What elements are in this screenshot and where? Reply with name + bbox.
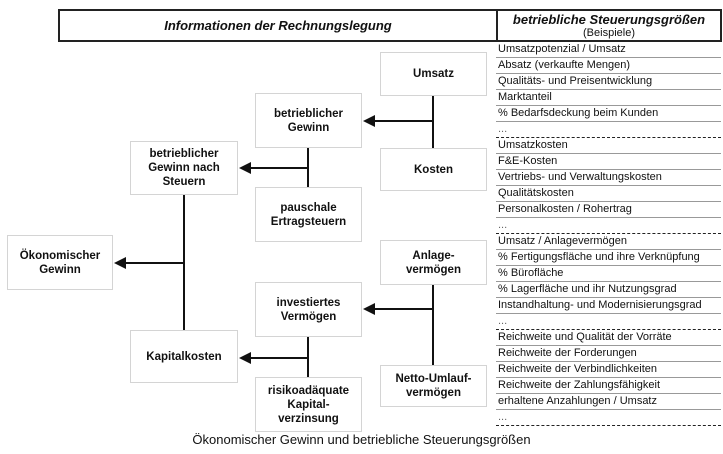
list-item: Instandhaltung- und Modernisierungsgrad xyxy=(496,298,721,314)
box-gewinn-nach-steuern: betrieblicher Gewinn nach Steuern xyxy=(130,141,238,195)
header-left-title: Informationen der Rechnungslegung xyxy=(164,18,392,33)
list-item: Reichweite der Forderungen xyxy=(496,346,721,362)
box-kapitalkosten: Kapitalkosten xyxy=(130,330,238,383)
header-right-subtitle: (Beispiele) xyxy=(583,27,635,39)
list-ellipsis: ... xyxy=(496,122,721,138)
list-item: Personalkosten / Rohertrag xyxy=(496,202,721,218)
list-item: Reichweite und Qualität der Vorräte xyxy=(496,330,721,346)
box-oekonomischer-gewinn: Ökonomischer Gewinn xyxy=(7,235,113,290)
list-item: Marktanteil xyxy=(496,90,721,106)
caption: Ökonomischer Gewinn und betriebliche Ste… xyxy=(192,432,531,447)
list-item: Reichweite der Verbindlichkeiten xyxy=(496,362,721,378)
list-item: erhaltene Anzahlungen / Umsatz xyxy=(496,394,721,410)
box-pauschale-ertragsteuern: pauschale Ertragsteuern xyxy=(255,187,362,242)
list-item: Umsatz / Anlagevermögen xyxy=(496,234,721,250)
box-risikoadaequate-verzinsung: risikoadäquate Kapital- verzinsung xyxy=(255,377,362,432)
box-umsatz: Umsatz xyxy=(380,52,487,96)
header-right-title: betriebliche Steuerungsgrößen xyxy=(512,12,706,27)
list-item: % Fertigungsfläche und ihre Verknüpfung xyxy=(496,250,721,266)
list-item: Reichweite der Zahlungsfähigkeit xyxy=(496,378,721,394)
box-netto-umlaufvermoegen: Netto-Umlauf- vermögen xyxy=(380,365,487,407)
list-item: % Bürofläche xyxy=(496,266,721,282)
header-right: betriebliche Steuerungsgrößen (Beispiele… xyxy=(496,9,722,42)
box-investiertes-vermoegen: investiertes Vermögen xyxy=(255,282,362,337)
list-ellipsis: ... xyxy=(496,410,721,426)
list-item: Vertriebs- und Verwaltungskosten xyxy=(496,170,721,186)
list-item: Absatz (verkaufte Mengen) xyxy=(496,58,721,74)
list-item: % Bedarfsdeckung beim Kunden xyxy=(496,106,721,122)
box-betrieblicher-gewinn: betrieblicher Gewinn xyxy=(255,93,362,148)
list-item: % Lagerfläche und ihr Nutzungsgrad xyxy=(496,282,721,298)
list-ellipsis: ... xyxy=(496,218,721,234)
list-item: F&E-Kosten xyxy=(496,154,721,170)
box-anlagevermoegen: Anlage- vermögen xyxy=(380,240,487,285)
list-item: Umsatzkosten xyxy=(496,138,721,154)
list-ellipsis: ... xyxy=(496,314,721,330)
box-kosten: Kosten xyxy=(380,148,487,191)
list-item: Qualitäts- und Preisentwicklung xyxy=(496,74,721,90)
list-item: Qualitätskosten xyxy=(496,186,721,202)
list-item: Umsatzpotenzial / Umsatz xyxy=(496,42,721,58)
